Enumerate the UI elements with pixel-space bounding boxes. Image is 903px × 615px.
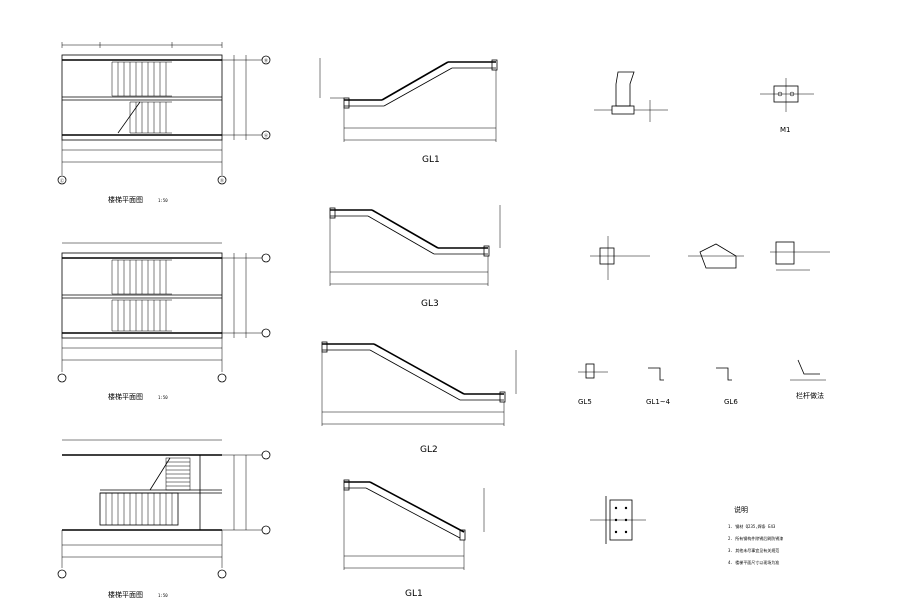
detail-section-top bbox=[594, 71, 668, 122]
gl1-top-label: GL1 bbox=[422, 155, 440, 165]
beam-gl1-top-elevation: GL1 bbox=[319, 58, 498, 165]
axis-label-d: Ⓓ bbox=[220, 177, 224, 183]
plan-1-title: 楼梯平面图 bbox=[108, 195, 143, 204]
railing-detail-label: 栏杆做法 bbox=[796, 391, 824, 400]
detail-row-2 bbox=[590, 236, 830, 280]
note-line: 4. 楼梯平面尺寸以现场为准 bbox=[728, 559, 779, 565]
note-line: 3. 其他未尽事宜见有关规范 bbox=[728, 547, 779, 553]
m1-label: M1 bbox=[780, 126, 791, 134]
axis-label-b: Ⓑ bbox=[264, 57, 268, 63]
gl3-label: GL3 bbox=[421, 299, 439, 309]
plan-3-title: 楼梯平面图 bbox=[108, 590, 143, 599]
beam-gl2-elevation: GL2 bbox=[321, 341, 517, 455]
beam-gl1-bottom-elevation: GL1 bbox=[343, 479, 485, 599]
stair-plan-1: Ⓒ Ⓓ Ⓑ Ⓐ 楼梯平面图 1:50 bbox=[57, 42, 271, 204]
note-line: 1. 钢材 Q235,焊条 E43 bbox=[728, 523, 776, 529]
plan-2-scale: 1:50 bbox=[158, 395, 168, 400]
detail-m1: M1 bbox=[760, 78, 814, 134]
note-line: 2. 所有钢构件除锈后刷防锈漆 bbox=[728, 535, 783, 541]
notes-title: 说明 bbox=[734, 505, 748, 514]
stair-plan-3: 楼梯平面图 1:50 bbox=[57, 439, 271, 599]
axis-label-a: Ⓐ bbox=[264, 132, 268, 138]
notes-block: 说明 1. 钢材 Q235,焊条 E43 2. 所有钢构件除锈后刷防锈漆 3. … bbox=[728, 505, 783, 565]
detail-connection bbox=[590, 496, 646, 544]
gl1-4-label: GL1~4 bbox=[646, 398, 671, 406]
gl5-label: GL5 bbox=[578, 398, 592, 406]
beam-gl3-elevation: GL3 bbox=[329, 205, 501, 309]
gl1-bottom-label: GL1 bbox=[405, 589, 423, 599]
gl2-label: GL2 bbox=[420, 445, 438, 455]
plan-1-scale: 1:50 bbox=[158, 198, 168, 203]
stair-plan-2: 楼梯平面图 1:50 bbox=[57, 242, 271, 401]
detail-row-3: GL5 GL1~4 GL6 栏杆做法 bbox=[578, 359, 826, 406]
gl6-label: GL6 bbox=[724, 398, 738, 406]
plan-2-title: 楼梯平面图 bbox=[108, 392, 143, 401]
plan-3-scale: 1:50 bbox=[158, 593, 168, 598]
axis-label-c: Ⓒ bbox=[60, 177, 64, 183]
